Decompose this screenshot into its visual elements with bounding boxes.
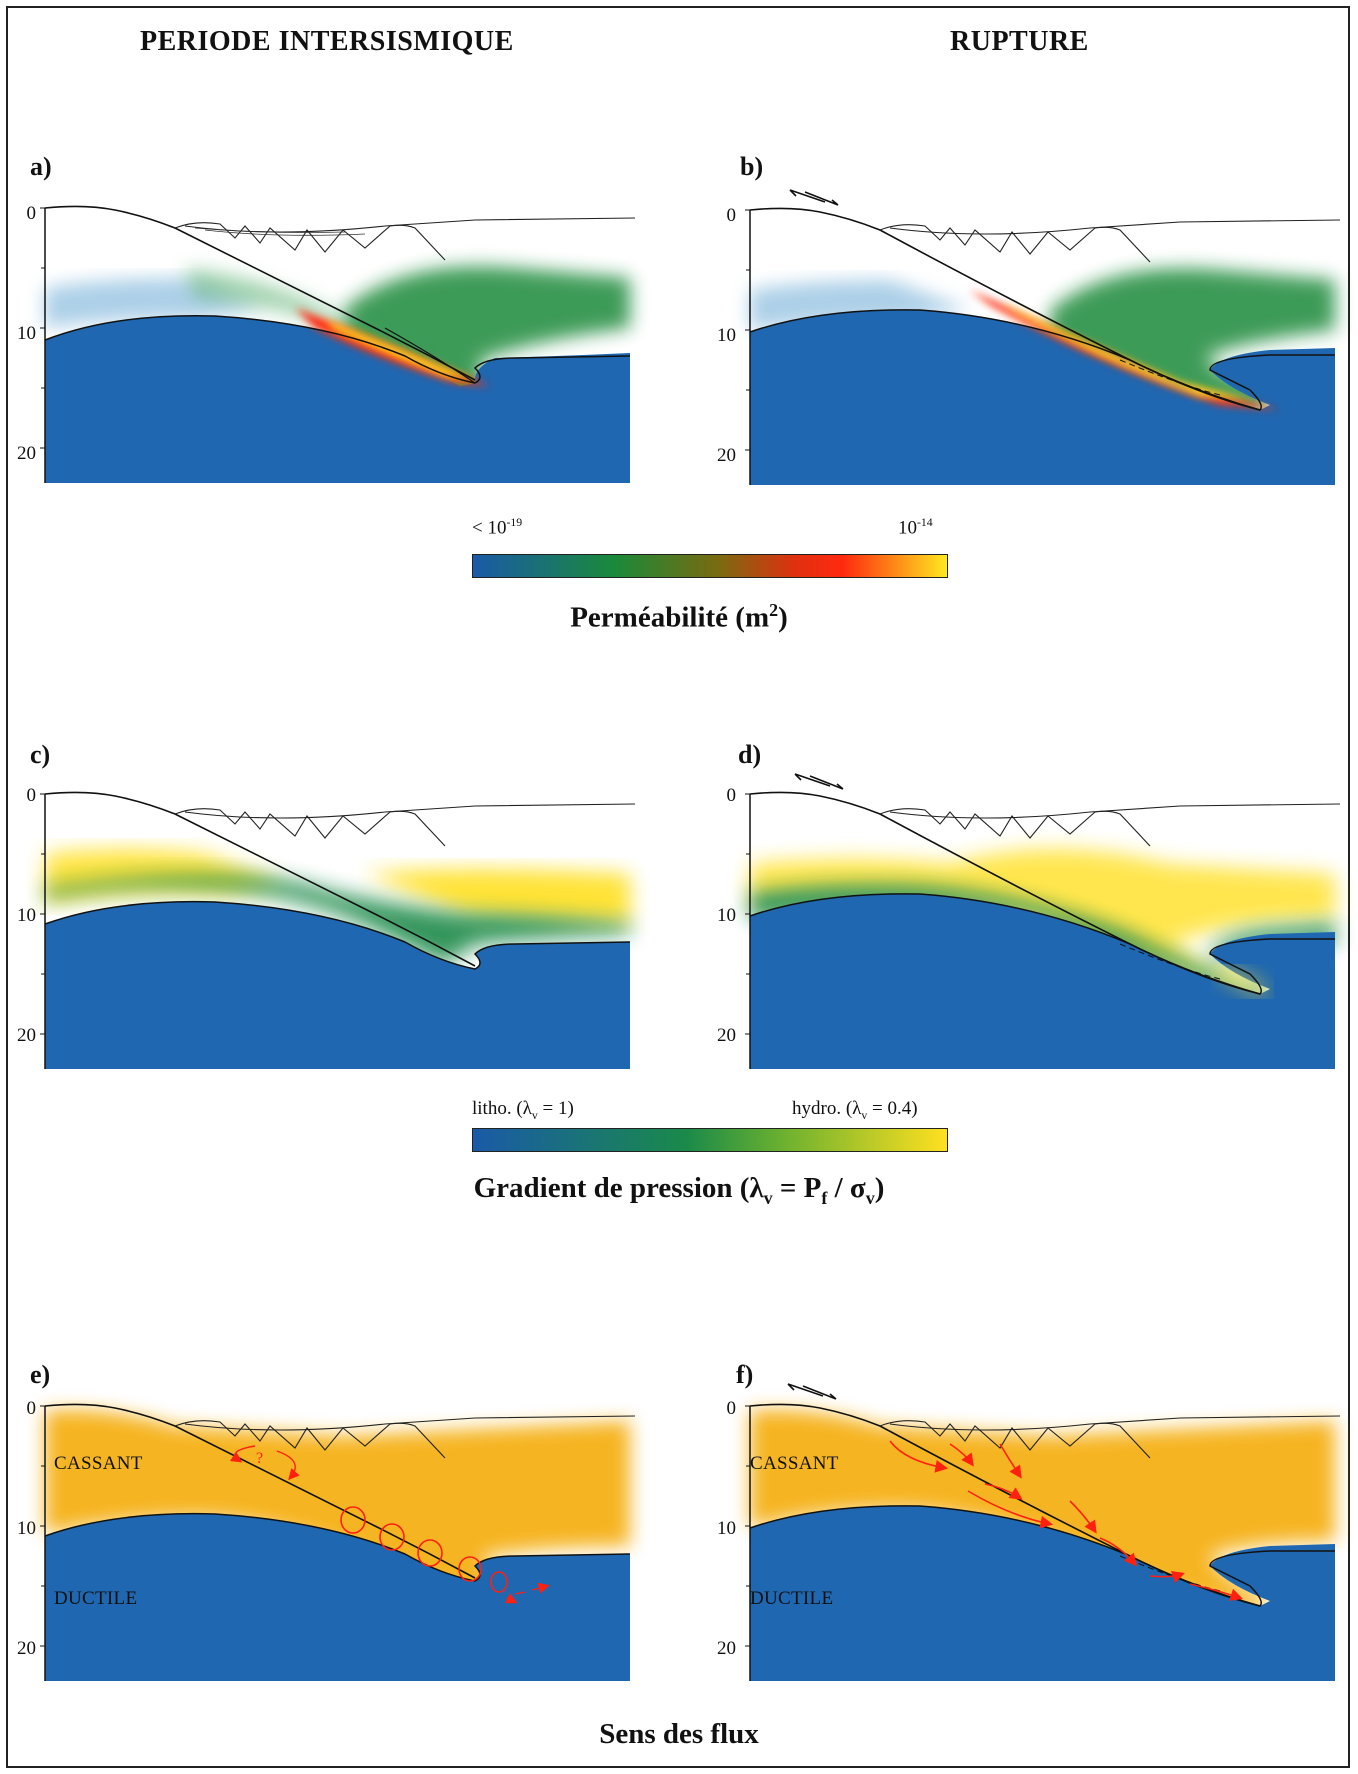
pressure-max-label: hydro. (λv = 0.4) (792, 1098, 918, 1122)
y-tick-10-a: 10 (17, 323, 36, 344)
panel-label-e: e) (30, 1360, 51, 1389)
y-tick-0-e: 0 (26, 1398, 37, 1419)
y-tick-20-f: 20 (717, 1638, 736, 1659)
y-tick-0-a: 0 (26, 203, 37, 224)
cassant-label-e: CASSANT (54, 1453, 143, 1474)
figure-frame (6, 6, 1350, 1768)
panel-f-flux-rupture (745, 1383, 1341, 1681)
y-tick-10-b: 10 (717, 325, 736, 346)
column-title-intersismique: PERIODE INTERSISMIQUE (140, 26, 514, 57)
panel-label-a: a) (30, 152, 52, 181)
y-tick-10-e: 10 (17, 1518, 36, 1539)
perm-max-label: 10-14 (898, 516, 933, 539)
permeability-colorbar (472, 554, 948, 578)
y-tick-20-d: 20 (717, 1025, 736, 1046)
panel-c-pressure-interseismic (40, 791, 636, 1069)
panel-d-pressure-rupture (745, 773, 1341, 1069)
panel-label-b: b) (740, 152, 764, 181)
permeability-title: Perméabilité (m2) (570, 600, 788, 634)
perm-min-label: < 10-19 (472, 516, 523, 539)
pressure-min-label: litho. (λv = 1) (472, 1098, 574, 1122)
column-title-rupture: RUPTURE (950, 26, 1089, 57)
panel-label-f: f) (736, 1360, 754, 1389)
pressure-title: Gradient de pression (λv = Pf / σv) (473, 1172, 885, 1208)
y-tick-20-c: 20 (17, 1025, 36, 1046)
ductile-label-e: DUCTILE (54, 1588, 138, 1609)
panel-label-c: c) (30, 740, 51, 769)
flux-title: Sens des flux (599, 1718, 759, 1750)
y-tick-0-c: 0 (26, 785, 37, 806)
y-tick-0-f: 0 (726, 1398, 737, 1419)
pressure-colorbar (472, 1128, 948, 1152)
y-tick-0-b: 0 (726, 205, 737, 226)
y-tick-10-c: 10 (17, 905, 36, 926)
question-mark: ? (256, 1450, 264, 1467)
panel-a-permeability-interseismic (40, 205, 636, 483)
panel-b-permeability-rupture (745, 189, 1341, 485)
y-tick-20-e: 20 (17, 1638, 36, 1659)
panel-label-d: d) (738, 740, 762, 769)
y-tick-20-b: 20 (717, 445, 736, 466)
y-tick-20-a: 20 (17, 443, 36, 464)
panel-e-flux-interseismic (40, 1403, 636, 1681)
y-tick-0-d: 0 (726, 785, 737, 806)
y-tick-10-f: 10 (717, 1518, 736, 1539)
cassant-label-f: CASSANT (750, 1453, 839, 1474)
ductile-label-f: DUCTILE (750, 1588, 834, 1609)
y-tick-10-d: 10 (717, 905, 736, 926)
